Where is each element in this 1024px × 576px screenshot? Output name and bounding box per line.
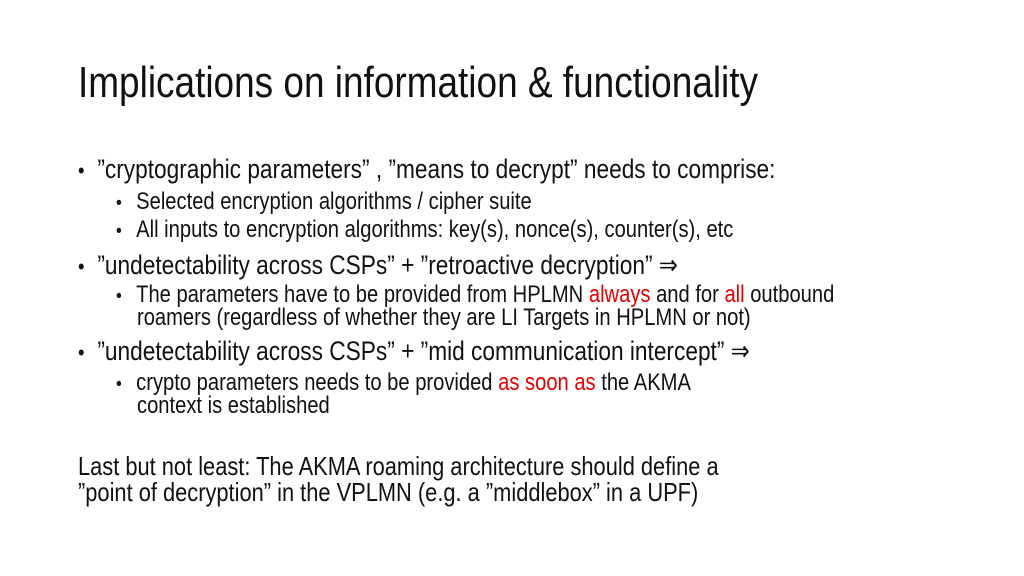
bullet-icon: • [78, 340, 85, 365]
bullet-icon: • [116, 285, 122, 307]
bullet-icon: • [116, 220, 122, 242]
closing-paragraph-line-2: ”point of decryption” in the VPLMN (e.g.… [78, 477, 699, 507]
slide-title: Implications on information & functional… [78, 58, 758, 107]
text-segment: crypto parameters needs to be provided [136, 369, 499, 396]
sub-bullet-text: Selected encryption algorithms / cipher … [136, 188, 532, 215]
highlight-text-always: always [588, 281, 651, 308]
bullet-item-crypto-parameters: • ”cryptographic parameters” , ”means to… [78, 154, 775, 184]
sub-bullet-continuation: roamers (regardless of whether they are … [137, 304, 751, 332]
sub-bullet-text: All inputs to encryption algorithms: key… [136, 216, 734, 243]
sub-bullet-all-inputs: • All inputs to encryption algorithms: k… [116, 216, 734, 244]
bullet-item-mid-communication-intercept: • ”undetectability across CSPs” + ”mid c… [78, 336, 750, 366]
highlight-text-all: all [724, 281, 745, 308]
highlight-text-as-soon-as: as soon as [498, 369, 596, 396]
sub-bullet-text: The parameters have to be provided from … [136, 281, 835, 309]
bullet-text: ”undetectability across CSPs” + ”retroac… [97, 250, 678, 280]
sub-bullet-parameters-provided: • The parameters have to be provided fro… [116, 281, 835, 309]
sub-bullet-text: crypto parameters needs to be provided a… [136, 369, 691, 397]
text-segment: and for [650, 281, 725, 308]
bullet-icon: • [78, 158, 85, 183]
closing-paragraph-line-1: Last but not least: The AKMA roaming arc… [78, 451, 719, 481]
sub-bullet-crypto-parameters-provided: • crypto parameters needs to be provided… [116, 369, 691, 397]
text-segment: the AKMA [595, 369, 691, 396]
sub-bullet-text: roamers (regardless of whether they are … [137, 304, 751, 331]
sub-bullet-text: context is established [137, 392, 330, 419]
bullet-icon: • [78, 254, 85, 279]
bullet-text: ”cryptographic parameters” , ”means to d… [97, 154, 776, 184]
sub-bullet-continuation: context is established [137, 392, 330, 420]
bullet-icon: • [116, 192, 122, 214]
text-segment: outbound [744, 281, 835, 308]
text-segment: The parameters have to be provided from … [136, 281, 589, 308]
bullet-text: ”undetectability across CSPs” + ”mid com… [97, 336, 750, 366]
paragraph-text: ”point of decryption” in the VPLMN (e.g.… [78, 477, 699, 507]
bullet-icon: • [116, 373, 122, 395]
sub-bullet-selected-algorithms: • Selected encryption algorithms / ciphe… [116, 188, 532, 216]
paragraph-text: Last but not least: The AKMA roaming arc… [78, 451, 719, 481]
bullet-item-retroactive-decryption: • ”undetectability across CSPs” + ”retro… [78, 250, 678, 280]
